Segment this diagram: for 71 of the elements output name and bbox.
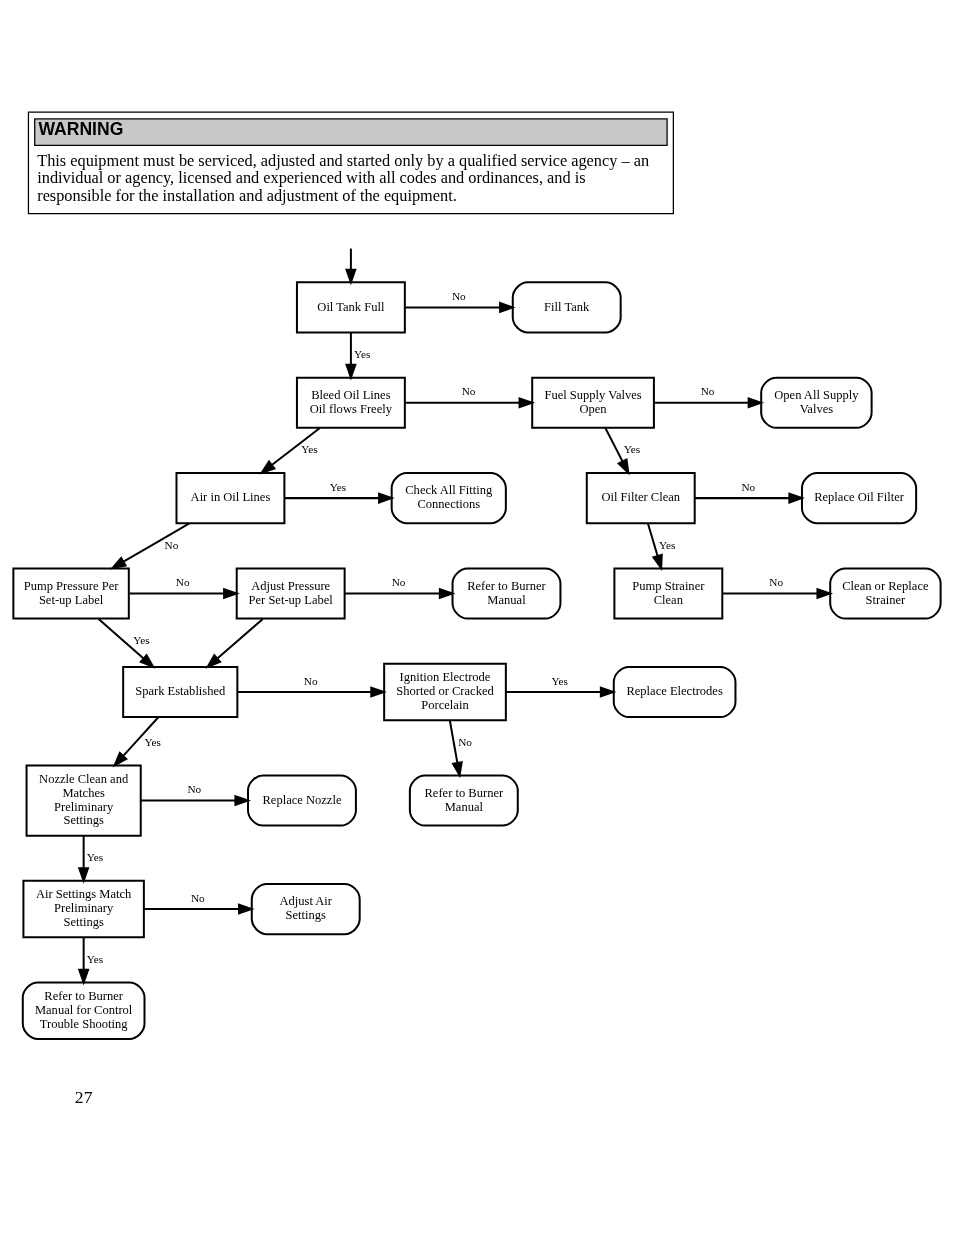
- edge-label: Yes: [86, 952, 104, 965]
- node-box: Replace Nozzle: [247, 774, 357, 827]
- edge-label: No: [451, 290, 466, 303]
- edge-label: Yes: [623, 443, 641, 456]
- node-box: Adjust Pressure Per Set-up Label: [235, 567, 346, 620]
- node-box: Bleed Oil Lines Oil flows Freely: [295, 376, 406, 429]
- node-box: Ignition Electrode Shorted or Cracked Porcelain: [383, 662, 507, 722]
- node-box: Refer to Burner Manual: [408, 774, 519, 827]
- arrow: [129, 587, 240, 600]
- edge-label: No: [175, 576, 190, 589]
- node-box: Fill Tank: [511, 281, 622, 334]
- edge-label: Yes: [353, 347, 371, 360]
- edge-label: Yes: [329, 480, 347, 493]
- arrow: [109, 522, 190, 570]
- arrow: [97, 618, 156, 669]
- arrow: [345, 587, 456, 600]
- arrow: [694, 492, 805, 504]
- node-box: Air in Oil Lines: [175, 472, 286, 525]
- edge-label: Yes: [86, 850, 104, 863]
- arrow: [345, 332, 357, 381]
- node-box: Fuel Supply Valves Open: [531, 376, 655, 429]
- arrow: [144, 903, 255, 915]
- arrow: [237, 686, 387, 698]
- node-box: Air Settings Match Preliminary Settings: [22, 879, 145, 939]
- edge-label: No: [187, 783, 202, 796]
- node-box: Oil Tank Full: [295, 281, 406, 334]
- arrow: [604, 427, 630, 476]
- arrow: [448, 720, 463, 779]
- arrow: [77, 937, 90, 986]
- node-box: Oil Filter Clean: [585, 472, 696, 525]
- arrow: [405, 396, 536, 409]
- node-box: Clean or Replace Strainer: [829, 567, 942, 620]
- edge-label: No: [391, 576, 406, 589]
- label: 27: [74, 1086, 93, 1107]
- edge-label: Yes: [658, 538, 676, 551]
- arrow: [259, 427, 321, 475]
- arrow: [505, 686, 617, 698]
- edge-label: No: [458, 735, 472, 748]
- arrow: [345, 248, 357, 286]
- arrow: [722, 587, 834, 600]
- node-box: Open All Supply Valves: [760, 376, 873, 429]
- edge-label: Yes: [551, 674, 569, 687]
- node-box: Replace Electrodes: [612, 665, 737, 719]
- node-box: Pump Strainer Clean: [613, 567, 724, 620]
- arrow: [284, 492, 395, 504]
- edge-label: No: [303, 674, 318, 687]
- node-box: Replace Oil Filter: [800, 472, 918, 525]
- edge-label: Yes: [301, 443, 318, 456]
- edge-label: Yes: [144, 735, 161, 748]
- arrow: [112, 716, 160, 768]
- node-box: Pump Pressure Per Set-up Label: [12, 567, 130, 620]
- arrow: [205, 618, 264, 669]
- edge-label: No: [769, 576, 784, 589]
- edge-label: Yes: [133, 633, 150, 646]
- edge-label: No: [700, 385, 715, 398]
- edge-label: No: [461, 385, 476, 398]
- arrow: [646, 523, 663, 571]
- node-box: Check All Fitting Connections: [390, 472, 507, 525]
- arrow: [405, 301, 516, 314]
- arrow: [141, 794, 252, 807]
- node-box: Refer to Burner Manual: [451, 567, 562, 620]
- edge-label: No: [190, 891, 205, 904]
- node-box: Nozzle Clean and Matches Preliminary Settings: [25, 764, 142, 837]
- node-box: Adjust Air Settings: [250, 882, 361, 936]
- arrow: [654, 396, 765, 409]
- node-box: WARNING This equipment must be serviced, adjusted and started only by a qualified service agency – an individual or agency, licensed and experienced with all codes and ordinances, and is responsible for the installation and adjustment of the equipment.: [27, 111, 674, 215]
- edge-label: No: [741, 480, 756, 493]
- arrow: [77, 835, 90, 884]
- node-box: Spark Established: [122, 665, 239, 719]
- edge-label: No: [164, 538, 179, 551]
- node-box: Refer to Burner Manual for Control Trouble Shooting: [21, 981, 146, 1040]
